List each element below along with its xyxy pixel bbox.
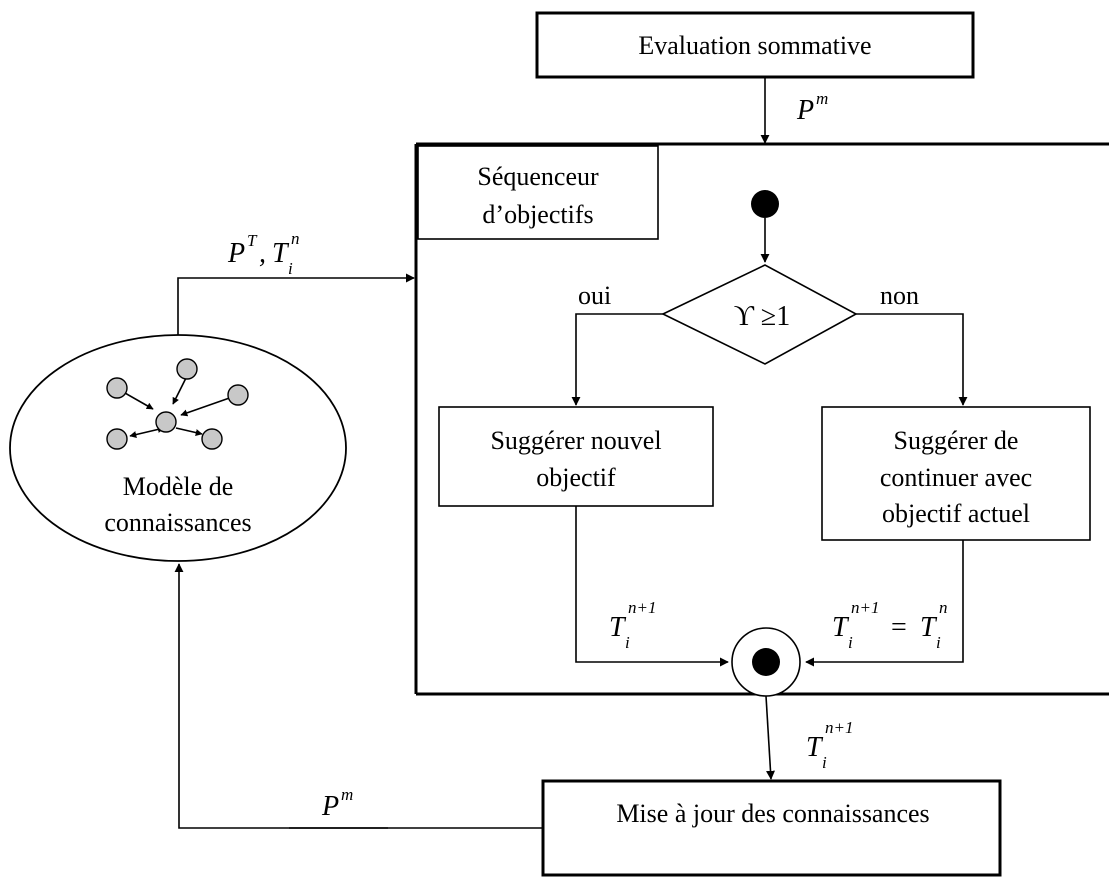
knowledge-model-ellipse	[9, 334, 347, 562]
knowledge-label-line2: connaissances	[104, 508, 251, 537]
suggest-new-box	[438, 406, 714, 507]
svg-text:m: m	[816, 89, 828, 108]
arrow-knowledge-to-sequencer	[177, 273, 415, 336]
evaluation-box	[535, 11, 975, 79]
label-pm-bottom: P m	[321, 785, 353, 822]
no-label: non	[880, 281, 919, 310]
decision-label: ϒ ≥1	[734, 301, 791, 332]
svg-text:T: T	[272, 238, 290, 269]
svg-text:n: n	[939, 598, 948, 617]
label-ti-n1-left: T n+1 i	[609, 598, 656, 652]
svg-text:m: m	[341, 785, 353, 804]
sequencer-title-line1: Séquenceur	[477, 162, 599, 191]
svg-text:T: T	[920, 612, 938, 643]
svg-text:T: T	[247, 231, 258, 250]
yes-label: oui	[578, 281, 611, 310]
update-label: Mise à jour des connaissances	[616, 799, 929, 828]
knowledge-label-line1: Modèle de	[123, 472, 233, 501]
svg-text:n+1: n+1	[825, 718, 853, 737]
svg-text:T: T	[609, 612, 627, 643]
end-node-core	[752, 648, 780, 676]
suggest-continue-box	[821, 406, 1091, 541]
svg-text:,: ,	[259, 238, 266, 269]
suggest-continue-line2: continuer avec	[880, 463, 1032, 492]
arrow-new-to-end	[575, 506, 729, 667]
svg-text:P: P	[321, 791, 339, 822]
suggest-new-line2: objectif	[536, 463, 616, 492]
svg-text:n+1: n+1	[628, 598, 656, 617]
svg-text:n+1: n+1	[851, 598, 879, 617]
suggest-continue-line3: objectif actuel	[882, 499, 1030, 528]
sequencer-title-box	[417, 145, 659, 240]
knowledge-graph-icon	[106, 358, 249, 450]
svg-text:n: n	[291, 229, 300, 248]
update-box	[541, 779, 1002, 877]
arrow-no-branch	[856, 313, 968, 406]
svg-text:P: P	[227, 238, 245, 269]
svg-text:i: i	[288, 259, 293, 278]
svg-text:T: T	[832, 612, 850, 643]
svg-text:P: P	[796, 95, 814, 126]
label-pm-top: P m	[796, 89, 828, 126]
label-ti-n1-bottom: T n+1 i	[806, 718, 853, 772]
arrow-update-to-knowledge	[174, 563, 543, 829]
suggest-new-line1: Suggérer nouvel	[490, 426, 661, 455]
svg-text:=: =	[891, 612, 907, 643]
arrow-yes-branch	[571, 313, 663, 406]
svg-text:i: i	[822, 753, 827, 772]
arrow-sequencer-to-update	[765, 695, 776, 780]
svg-text:i: i	[936, 633, 941, 652]
label-ti-n1-eq-ti-n: T n+1 i = T n i	[832, 598, 948, 652]
svg-text:i: i	[625, 633, 630, 652]
evaluation-label: Evaluation sommative	[638, 31, 871, 60]
svg-text:T: T	[806, 732, 824, 763]
suggest-continue-line1: Suggérer de	[894, 426, 1019, 455]
start-node	[751, 190, 779, 218]
sequencer-title-line2: d’objectifs	[482, 200, 593, 229]
arrow-continue-to-end	[805, 540, 964, 667]
svg-text:i: i	[848, 633, 853, 652]
label-pt-tin: P T , T n i	[227, 229, 300, 278]
